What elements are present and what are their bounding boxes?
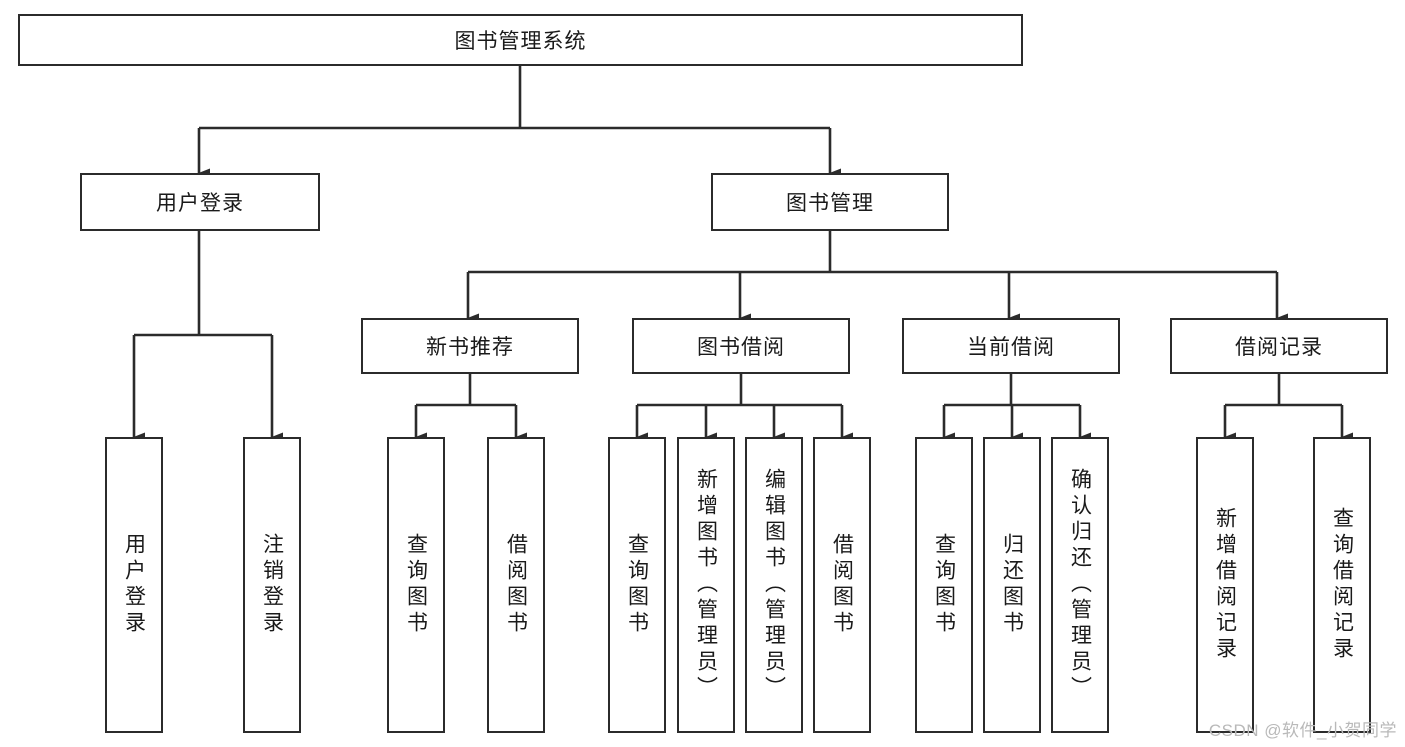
- node-label: 新书推荐: [426, 336, 514, 359]
- leaf-node-leaf-user-login[interactable]: 用户登录: [105, 437, 163, 733]
- leaf-node-leaf-borrow-book-1[interactable]: 借阅图书: [487, 437, 545, 733]
- node-label: 当前借阅: [967, 336, 1055, 359]
- level3-node-book-borrow[interactable]: 图书借阅: [632, 318, 850, 374]
- leaf-node-leaf-user-logout[interactable]: 注销登录: [243, 437, 301, 733]
- level2-node-book-management[interactable]: 图书管理: [711, 173, 949, 231]
- root-node-root[interactable]: 图书管理系统: [18, 14, 1023, 66]
- node-label: 查询图书: [404, 533, 428, 637]
- leaf-node-leaf-confirm-return[interactable]: 确认归还（管理员）: [1051, 437, 1109, 733]
- node-label: 查询图书: [625, 533, 649, 637]
- node-label: 新增借阅记录: [1213, 507, 1237, 663]
- node-label: 新增图书（管理员）: [694, 468, 718, 702]
- level3-node-current-borrow[interactable]: 当前借阅: [902, 318, 1120, 374]
- leaf-node-leaf-query-book-1[interactable]: 查询图书: [387, 437, 445, 733]
- leaf-node-leaf-query-book-3[interactable]: 查询图书: [915, 437, 973, 733]
- node-label: 注销登录: [260, 533, 284, 637]
- node-label: 用户登录: [156, 192, 244, 215]
- leaf-node-leaf-edit-book[interactable]: 编辑图书（管理员）: [745, 437, 803, 733]
- node-label: 确认归还（管理员）: [1068, 468, 1092, 702]
- node-label: 查询图书: [932, 533, 956, 637]
- node-label: 借阅图书: [504, 533, 528, 637]
- watermark: CSDN @软件_小贺同学: [1208, 721, 1397, 740]
- leaf-node-leaf-add-book[interactable]: 新增图书（管理员）: [677, 437, 735, 733]
- node-label: 编辑图书（管理员）: [762, 468, 786, 702]
- leaf-node-leaf-borrow-book-2[interactable]: 借阅图书: [813, 437, 871, 733]
- level3-node-borrow-records[interactable]: 借阅记录: [1170, 318, 1388, 374]
- node-label: 图书管理: [786, 192, 874, 215]
- node-label: 图书管理系统: [454, 30, 587, 53]
- leaf-node-leaf-query-record[interactable]: 查询借阅记录: [1313, 437, 1371, 733]
- leaf-node-leaf-return-book[interactable]: 归还图书: [983, 437, 1041, 733]
- node-label: 借阅图书: [830, 533, 854, 637]
- node-label: 用户登录: [122, 533, 146, 637]
- level3-node-new-book-recommend[interactable]: 新书推荐: [361, 318, 579, 374]
- node-label: 归还图书: [1000, 533, 1024, 637]
- node-label: 图书借阅: [697, 336, 785, 359]
- node-label: 查询借阅记录: [1330, 507, 1354, 663]
- level2-node-user-login[interactable]: 用户登录: [80, 173, 320, 231]
- leaf-node-leaf-query-book-2[interactable]: 查询图书: [608, 437, 666, 733]
- node-label: 借阅记录: [1235, 336, 1323, 359]
- leaf-node-leaf-add-record[interactable]: 新增借阅记录: [1196, 437, 1254, 733]
